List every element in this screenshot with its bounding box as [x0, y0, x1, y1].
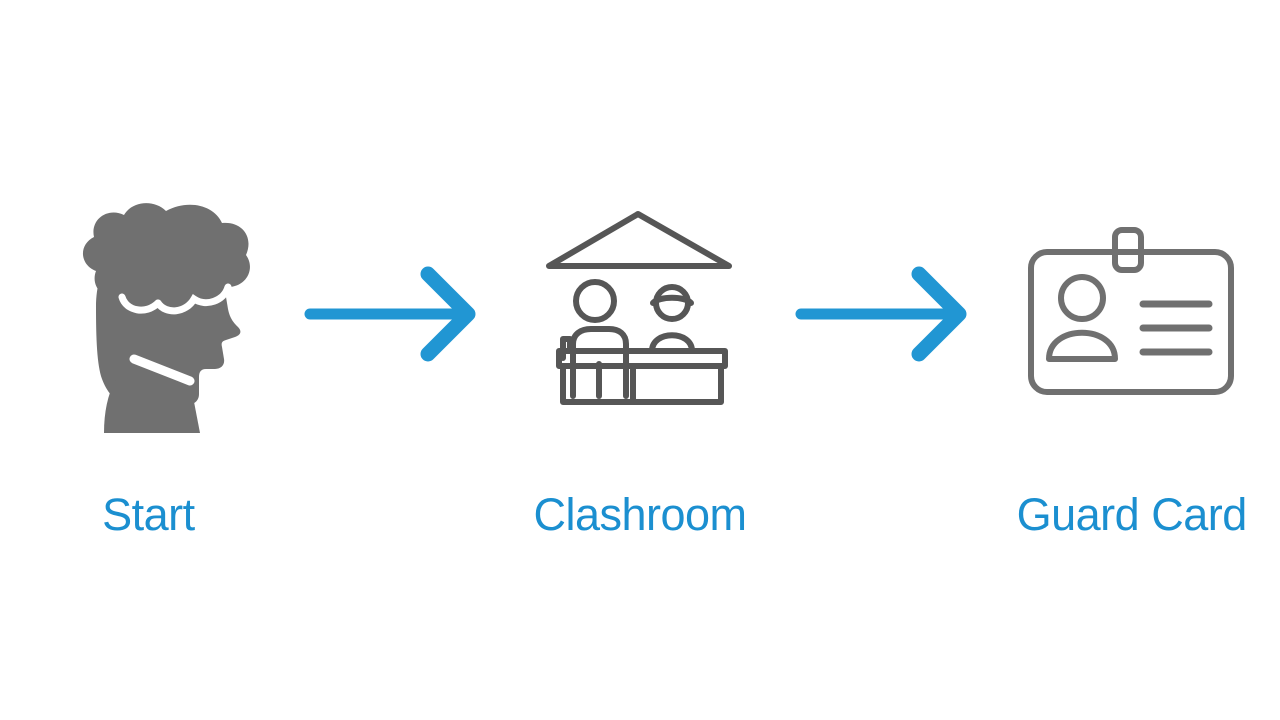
student-body-right — [648, 332, 695, 354]
person-profile-silhouette-icon — [83, 202, 251, 433]
student-hair-right — [649, 294, 694, 306]
step-start[interactable]: Start — [0, 184, 297, 537]
card-body — [1028, 248, 1235, 395]
portrait-head — [1058, 273, 1107, 322]
arrow-right-icon — [304, 266, 476, 361]
student-head-right — [652, 284, 691, 322]
step-guard-card[interactable]: Guard Card — [983, 184, 1280, 537]
step-clashroom[interactable]: Clashroom — [492, 184, 789, 537]
step-clashroom-label: Clashroom — [533, 488, 747, 540]
start-icon-box — [18, 184, 278, 444]
step-guard-card-label: Guard Card — [1016, 488, 1248, 540]
desk-front — [559, 363, 724, 405]
guard-card-icon-box — [1002, 184, 1262, 444]
connector-arrow-2 — [788, 184, 983, 444]
connector-arrow-1 — [297, 184, 492, 444]
clashroom-icon-box — [510, 184, 770, 444]
arrow-right-icon — [795, 266, 967, 361]
desk-top — [555, 348, 728, 369]
portrait-body — [1046, 329, 1119, 362]
student-head-left — [572, 279, 617, 323]
student-body-left — [569, 326, 629, 399]
step-start-label: Start — [102, 488, 195, 540]
id-badge-card-icon — [1028, 226, 1235, 395]
classroom-icon — [545, 211, 732, 405]
card-clip — [1112, 226, 1145, 273]
roof-shape — [545, 211, 732, 269]
